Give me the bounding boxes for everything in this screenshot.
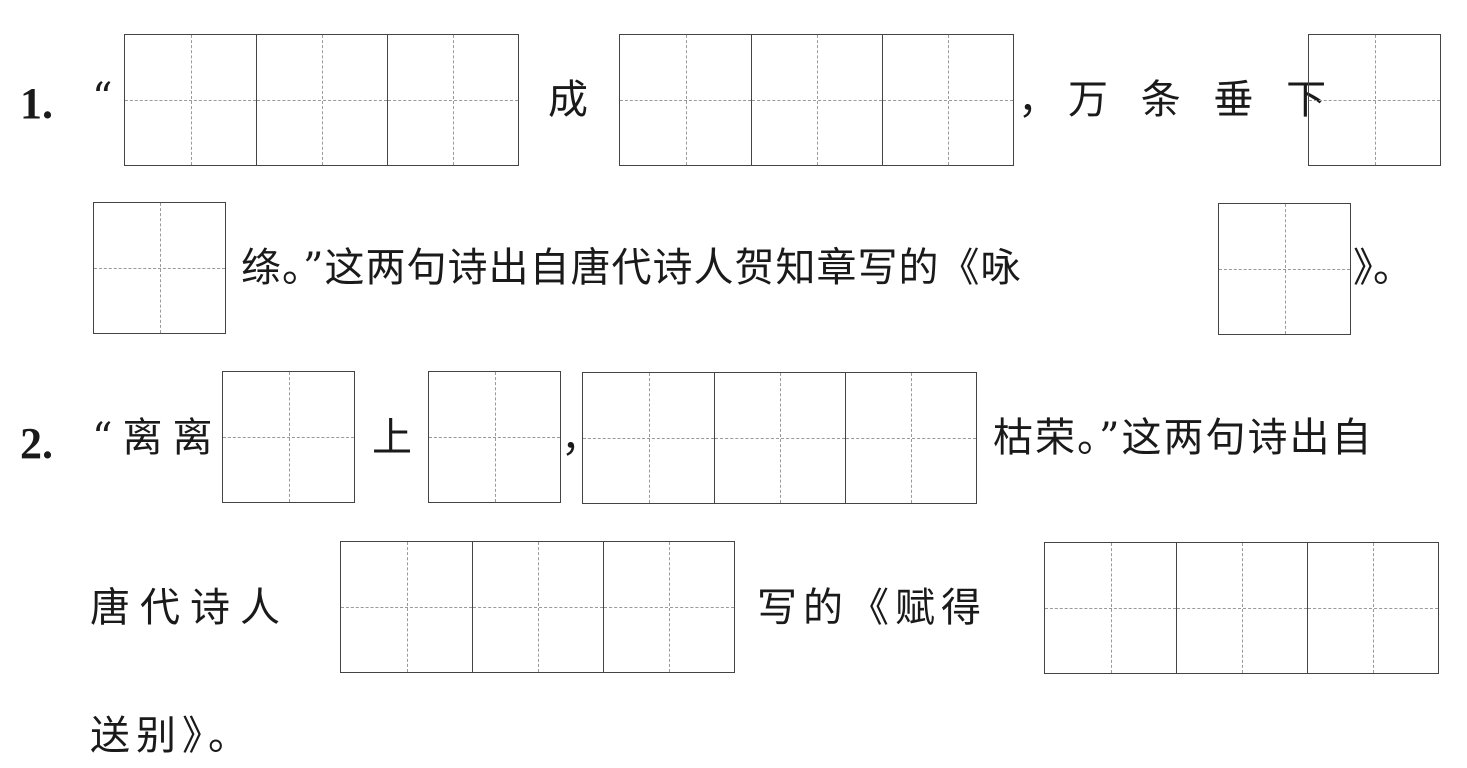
writing-cell[interactable] <box>620 35 751 165</box>
question-2-number: 2. <box>20 419 53 468</box>
q1-word-cheng: 成 <box>548 77 598 123</box>
q1-phrase-wan-tiao-chui-xia: ，万 条 垂 下 <box>1018 77 1337 123</box>
writing-cell[interactable] <box>256 35 387 165</box>
q2-line-2-start: 唐代诗人 <box>90 585 290 631</box>
writing-cell[interactable] <box>472 542 603 672</box>
writing-cell[interactable] <box>341 542 472 672</box>
q2-opening: “离离 <box>92 415 223 461</box>
writing-cell[interactable] <box>387 35 518 165</box>
q2-word-shang: 上 <box>372 415 422 461</box>
q1-answer-box-5[interactable] <box>1218 203 1351 335</box>
writing-cell[interactable] <box>751 35 882 165</box>
q2-kurong-text: 枯荣。”这两句诗出自 <box>993 415 1374 461</box>
q1-answer-box-1[interactable] <box>124 34 519 166</box>
q2-line-2-mid: 写的《赋得 <box>757 585 987 631</box>
q2-answer-box-3[interactable] <box>582 372 977 504</box>
writing-cell[interactable] <box>882 35 1013 165</box>
writing-cell[interactable] <box>1309 35 1440 165</box>
writing-cell[interactable] <box>125 35 256 165</box>
q1-answer-box-4[interactable] <box>93 202 226 334</box>
q1-answer-box-3[interactable] <box>1308 34 1441 166</box>
q2-line-3: 送别》。 <box>90 713 254 759</box>
writing-cell[interactable] <box>845 373 976 503</box>
question-1-number: 1. <box>20 79 53 128</box>
q1-open-quote: “ <box>92 75 123 121</box>
writing-cell[interactable] <box>94 203 225 333</box>
writing-cell[interactable] <box>583 373 714 503</box>
writing-cell[interactable] <box>429 372 560 502</box>
q2-answer-box-1[interactable] <box>222 371 355 503</box>
writing-cell[interactable] <box>223 372 354 502</box>
writing-cell[interactable] <box>1045 543 1176 673</box>
writing-cell[interactable] <box>1176 543 1307 673</box>
q1-line-2-text: 绦。”这两句诗出自唐代诗人贺知章写的《咏 <box>241 245 1022 291</box>
q1-close-title: 》。 <box>1353 245 1413 291</box>
writing-cell[interactable] <box>1307 543 1438 673</box>
q1-answer-box-2[interactable] <box>619 34 1014 166</box>
q2-answer-box-5[interactable] <box>1044 542 1439 674</box>
q2-answer-box-4[interactable] <box>340 541 735 673</box>
writing-cell[interactable] <box>603 542 734 672</box>
q2-answer-box-2[interactable] <box>428 371 561 503</box>
writing-cell[interactable] <box>714 373 845 503</box>
writing-cell[interactable] <box>1219 204 1350 334</box>
